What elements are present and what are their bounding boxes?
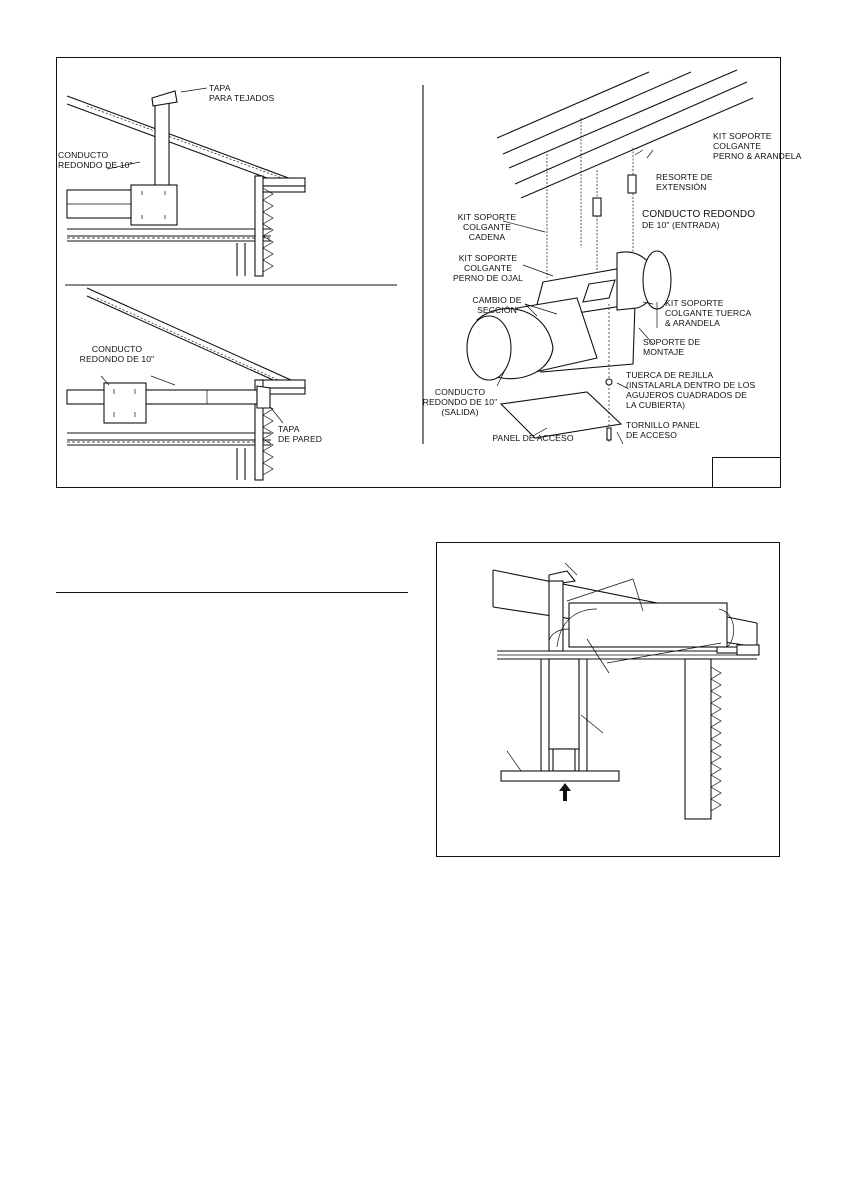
duct-top-label-1: CONDUCTO (58, 150, 109, 160)
hanger-bolt-label-1: KIT SOPORTE (713, 131, 772, 141)
duct-bottom-label-1: CONDUCTO (92, 344, 143, 354)
grille-nut-label-3: AGUJEROS CUADRADOS DE (626, 390, 747, 400)
extension-spring-label-2: EXTENSIÓN (656, 182, 707, 192)
wall-cap-label-1: TAPA (278, 424, 300, 434)
airflow-arrow-icon (559, 783, 571, 801)
hanger-bolt-label-3: PERNO & ARANDELA (713, 151, 802, 161)
outlet-duct-label-1: CONDUCTO (435, 387, 486, 397)
mounting-bracket-label-1: SOPORTE DE (643, 337, 700, 347)
wall-vent-scene (66, 287, 306, 481)
inlet-duct-label-1: CONDUCTO REDONDO (642, 209, 755, 220)
installation-diagram: TAPA PARA TEJADOS CONDUCTO REDONDO DE 10… (58, 69, 802, 481)
mounting-bracket-label-2: MONTAJE (643, 347, 684, 357)
wall-section (684, 658, 712, 820)
ceiling-grille (500, 770, 620, 782)
figure-installation-overview: TAPA PARA TEJADOS CONDUCTO REDONDO DE 10… (56, 57, 802, 488)
transition-label-1: CAMBIO DE (472, 295, 521, 305)
fan-unit (130, 184, 178, 226)
access-panel-label: PANEL DE ACCESO (492, 433, 573, 443)
wall-cap (256, 385, 271, 409)
grille-nut-label-4: LA CUBIERTA) (626, 400, 685, 410)
roof-vent-scene (66, 87, 306, 277)
access-panel-screw-label-1: TORNILLO PANEL (626, 420, 700, 430)
nut-washer-label-3: & ARANDELA (665, 318, 720, 328)
roof-cap-label-2: PARA TEJADOS (209, 93, 275, 103)
horizontal-duct (568, 602, 728, 648)
vertical-duct (548, 580, 564, 652)
access-panel-screw-label-2: DE ACCESO (626, 430, 677, 440)
roof-cap (151, 90, 178, 107)
attic-scene (492, 562, 760, 820)
chain-kit-label-3: CADENA (469, 232, 506, 242)
outlet-duct-label-2: REDONDO DE 10" (423, 397, 498, 407)
section-heading-rule (56, 592, 408, 593)
hanger-bolt-label-2: COLGANTE (713, 141, 761, 151)
grille-nut-label-1: TUERCA DE REJILLA (626, 370, 713, 380)
wall-cap-label-2: DE PARED (278, 434, 322, 444)
hanging-kit-exploded-view (466, 69, 754, 445)
access-panel (499, 391, 623, 439)
nut-washer-label-2: COLGANTE TUERCA (665, 308, 752, 318)
outlet-duct-label-3: (SALIDA) (441, 407, 478, 417)
fan-unit-wall (103, 382, 147, 424)
wall-duct (66, 389, 258, 405)
inlet-duct-label-2: DE 10" (ENTRADA) (642, 220, 720, 230)
chain-kit-label-1: KIT SOPORTE (458, 212, 517, 222)
nut-washer-label-1: KIT SOPORTE (665, 298, 724, 308)
attic-installation-diagram (492, 562, 760, 820)
roof-cap-label-1: TAPA (209, 83, 231, 93)
figure-attic-installation (436, 542, 780, 857)
duct-drop (548, 658, 580, 750)
duct-bottom-label-2: REDONDO DE 10" (80, 354, 155, 364)
figure-number-box (712, 457, 780, 487)
roof-duct (154, 102, 170, 188)
extension-spring-label-1: RESORTE DE (656, 172, 713, 182)
grille-nut-label-2: (INSTALARLA DENTRO DE LOS (626, 380, 756, 390)
eyelet-kit-label-1: KIT SOPORTE (459, 253, 518, 263)
duct-top-label-2: REDONDO DE 10" (58, 160, 133, 170)
eyelet-kit-label-2: COLGANTE (464, 263, 512, 273)
eyelet-kit-label-3: PERNO DE OJAL (453, 273, 523, 283)
chain-kit-label-2: COLGANTE (463, 222, 511, 232)
transition-label-2: SECCIÓN (477, 305, 517, 315)
